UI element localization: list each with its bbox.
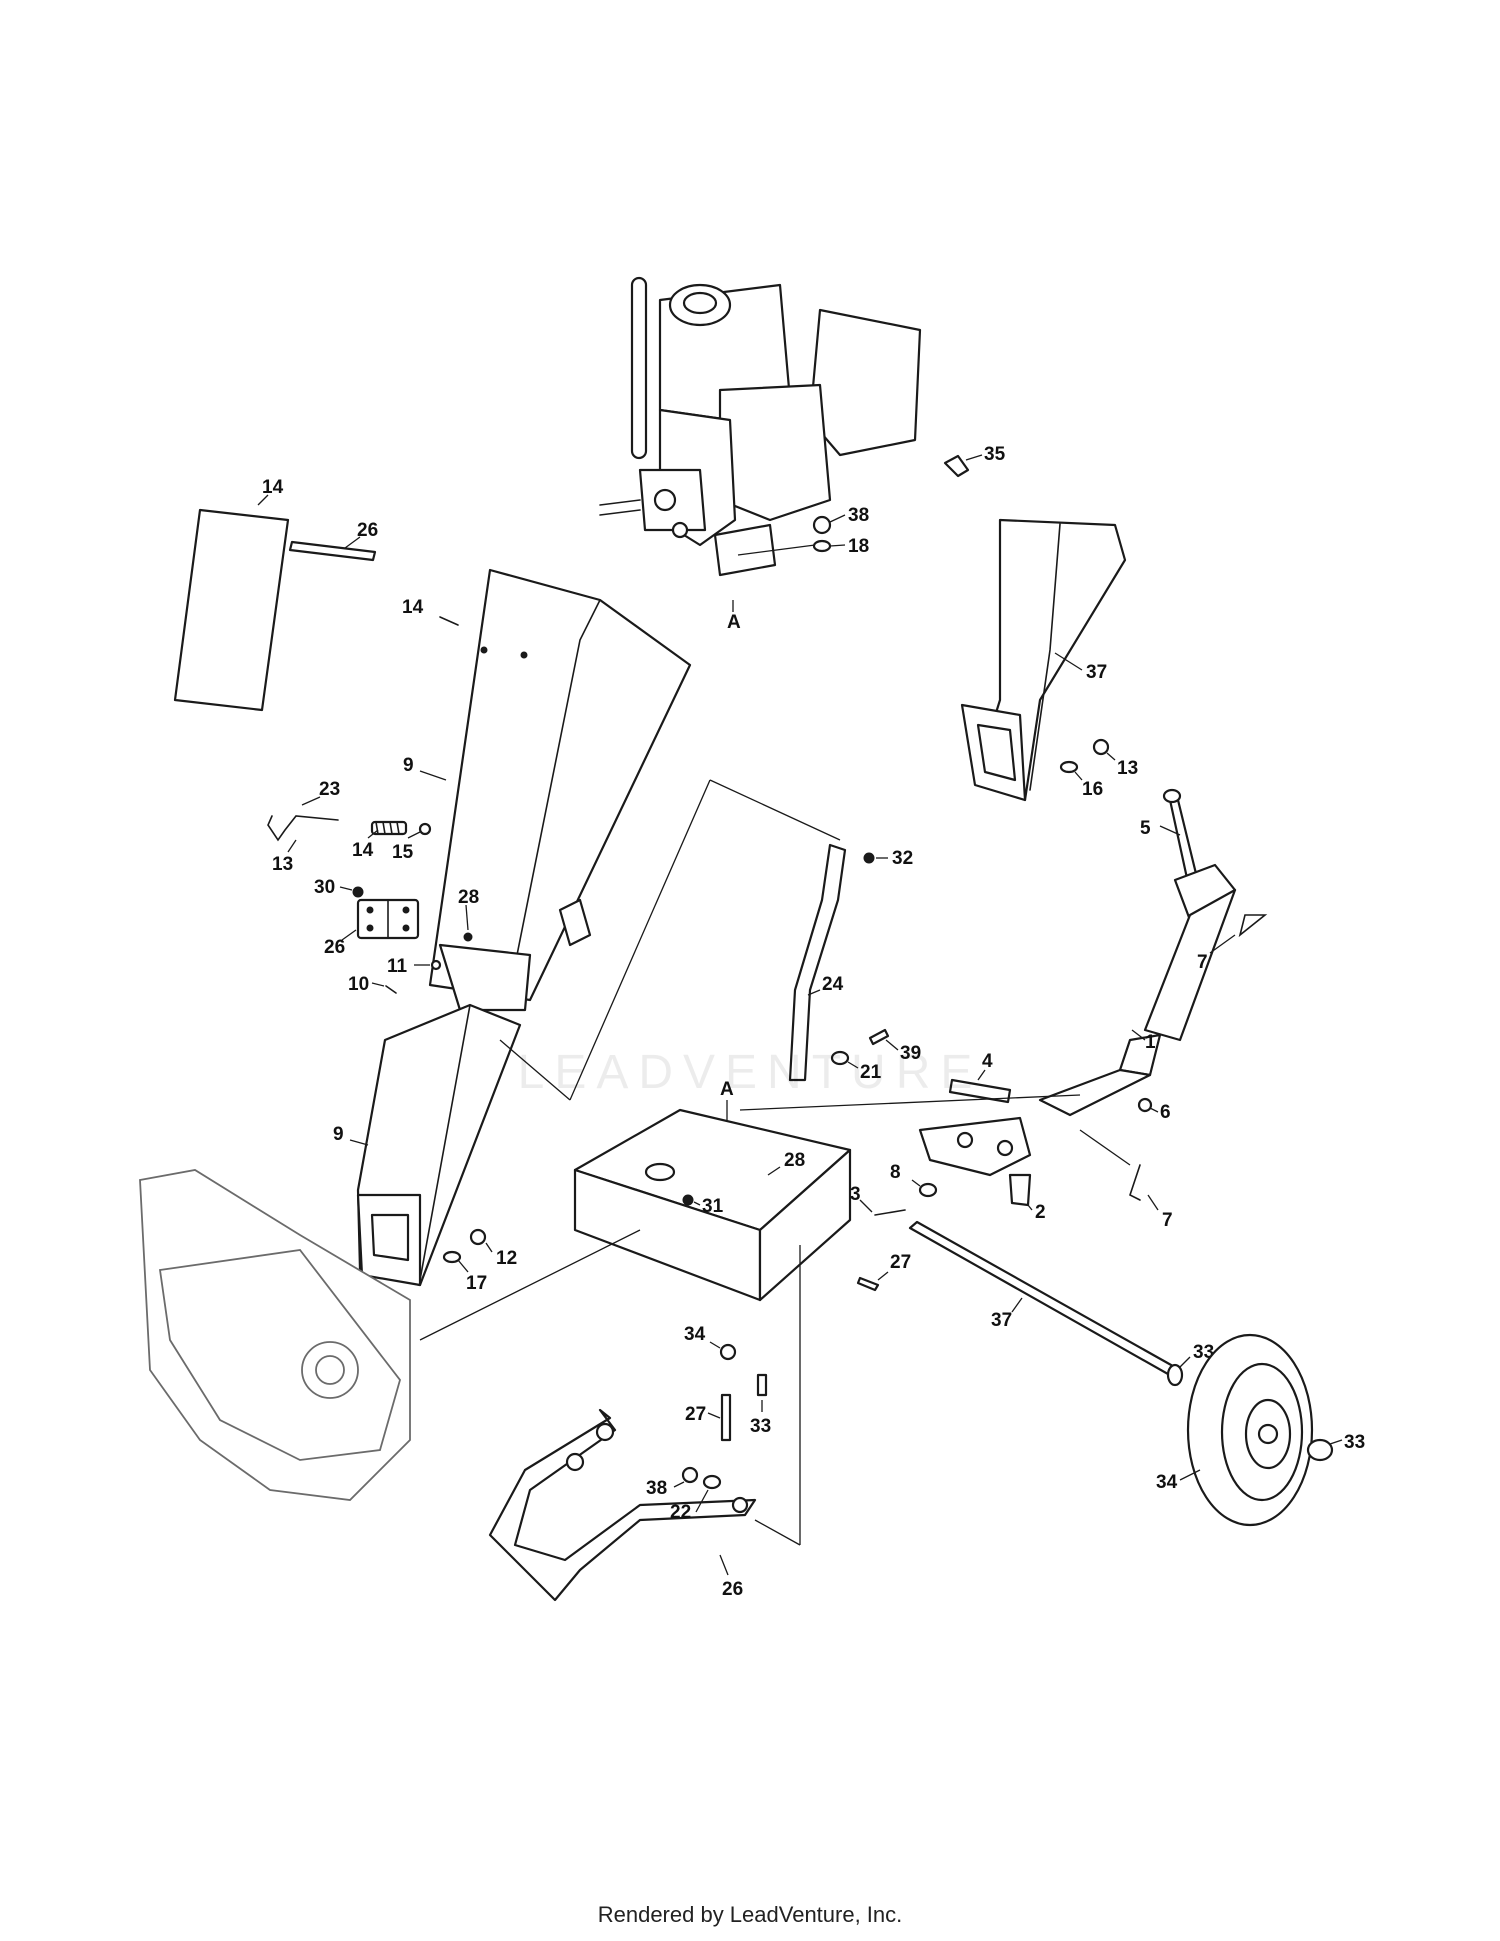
callout-31: 33	[1344, 1432, 1365, 1453]
part-9-chute: 9	[403, 568, 692, 1012]
callout-26-lower: 27	[685, 1404, 706, 1425]
callout-5: 5	[1140, 818, 1151, 839]
callout-4: 4	[982, 1051, 993, 1072]
part-10-lower-chute: 9	[333, 1003, 522, 1287]
watermark: LEADVENTURE	[517, 1046, 983, 1099]
callout-A-engine: A	[727, 612, 741, 633]
chute-hardware: 30 28 11 10	[314, 877, 479, 995]
callout-13-lower: 12	[496, 1248, 517, 1269]
callout-10: 9	[333, 1124, 344, 1145]
callout-7-upper: 7	[1197, 952, 1208, 973]
callout-32: 34	[1156, 1472, 1178, 1493]
callout-19: 15	[392, 842, 414, 863]
part-37-inlet-chute: 37	[960, 518, 1127, 802]
callout-6: 6	[1160, 1102, 1171, 1123]
deck-underside-hardware: 34 27 33	[684, 1324, 771, 1442]
handle-bar-hardware: 38 22	[646, 1466, 722, 1523]
assembly-leaders	[419, 779, 1131, 1546]
lower-chute-hardware: 12 17	[442, 1228, 517, 1294]
callout-38-upper: 38	[848, 505, 869, 526]
spring-assembly: 23 14 15 13	[267, 779, 432, 875]
callout-7-lower: 7	[1162, 1210, 1173, 1231]
part-25-strip: 26	[288, 520, 378, 562]
callout-17: 14	[352, 840, 374, 861]
callout-18: 14	[262, 477, 284, 498]
callout-30: 34	[684, 1324, 706, 1345]
callout-3: 3	[850, 1184, 861, 1205]
inlet-hardware: 13 16	[1059, 738, 1138, 800]
deck-bolt-right: 27	[856, 1252, 911, 1292]
callout-14-hinge: 30	[314, 877, 335, 898]
callout-35: 35	[984, 444, 1006, 465]
callout-9: 9	[403, 755, 414, 776]
callout-37: 37	[1086, 662, 1107, 683]
part-18-flap: 14	[173, 477, 290, 712]
footer-credit: Rendered by LeadVenture, Inc.	[597, 1902, 903, 1927]
callout-1: 1	[1145, 1032, 1156, 1053]
part-24-hinge: 26	[324, 898, 420, 958]
callout-14-handle: 32	[892, 848, 913, 869]
callout-29: 33	[750, 1416, 771, 1437]
part-28-deck: 31 28	[573, 1108, 852, 1302]
callout-16: 14	[402, 597, 424, 618]
callout-8: 8	[890, 1162, 901, 1183]
callout-24: 26	[324, 937, 345, 958]
callout-20-lower: 17	[466, 1273, 487, 1294]
callout-20-engine: 18	[848, 536, 869, 557]
housing-plate	[139, 1169, 411, 1501]
callout-14-deck: 31	[702, 1196, 724, 1217]
callout-36: 28	[458, 887, 479, 908]
callout-28: 28	[784, 1150, 805, 1171]
callout-13-upper: 13	[1117, 758, 1138, 779]
part-23-handle: 32 24	[788, 843, 913, 1082]
callout-12: 11	[387, 956, 408, 977]
callout-15: 13	[272, 854, 293, 875]
engine-hardware: 38 18	[737, 505, 869, 557]
tow-assembly: 5 1 7 2 6 7 4 8 3	[850, 788, 1268, 1231]
callout-34: 37	[991, 1310, 1012, 1331]
callout-39: 39	[900, 1043, 921, 1064]
axle-wheel-assembly: 37 33 34 33	[908, 1220, 1365, 1527]
engine	[599, 276, 922, 577]
callout-21-lower: 22	[670, 1502, 691, 1523]
callout-A-deck: A	[720, 1079, 734, 1100]
callout-25: 26	[357, 520, 378, 541]
part-27-handle-bar: 26	[488, 1408, 757, 1602]
callout-11: 10	[348, 974, 369, 995]
callout-38-lower: 38	[646, 1478, 667, 1499]
part-35-fitting: 35	[943, 444, 1006, 478]
callout-20-upper: 16	[1082, 779, 1103, 800]
part-16-screw: 14	[402, 597, 459, 626]
callout-2: 2	[1035, 1202, 1046, 1223]
handle-hardware: 21 39	[830, 1028, 921, 1083]
callout-23: 24	[822, 974, 844, 995]
callout-22: 23	[319, 779, 340, 800]
callout-21-upper: 21	[860, 1062, 882, 1083]
callout-27: 26	[722, 1579, 743, 1600]
callout-26-right: 27	[890, 1252, 911, 1273]
